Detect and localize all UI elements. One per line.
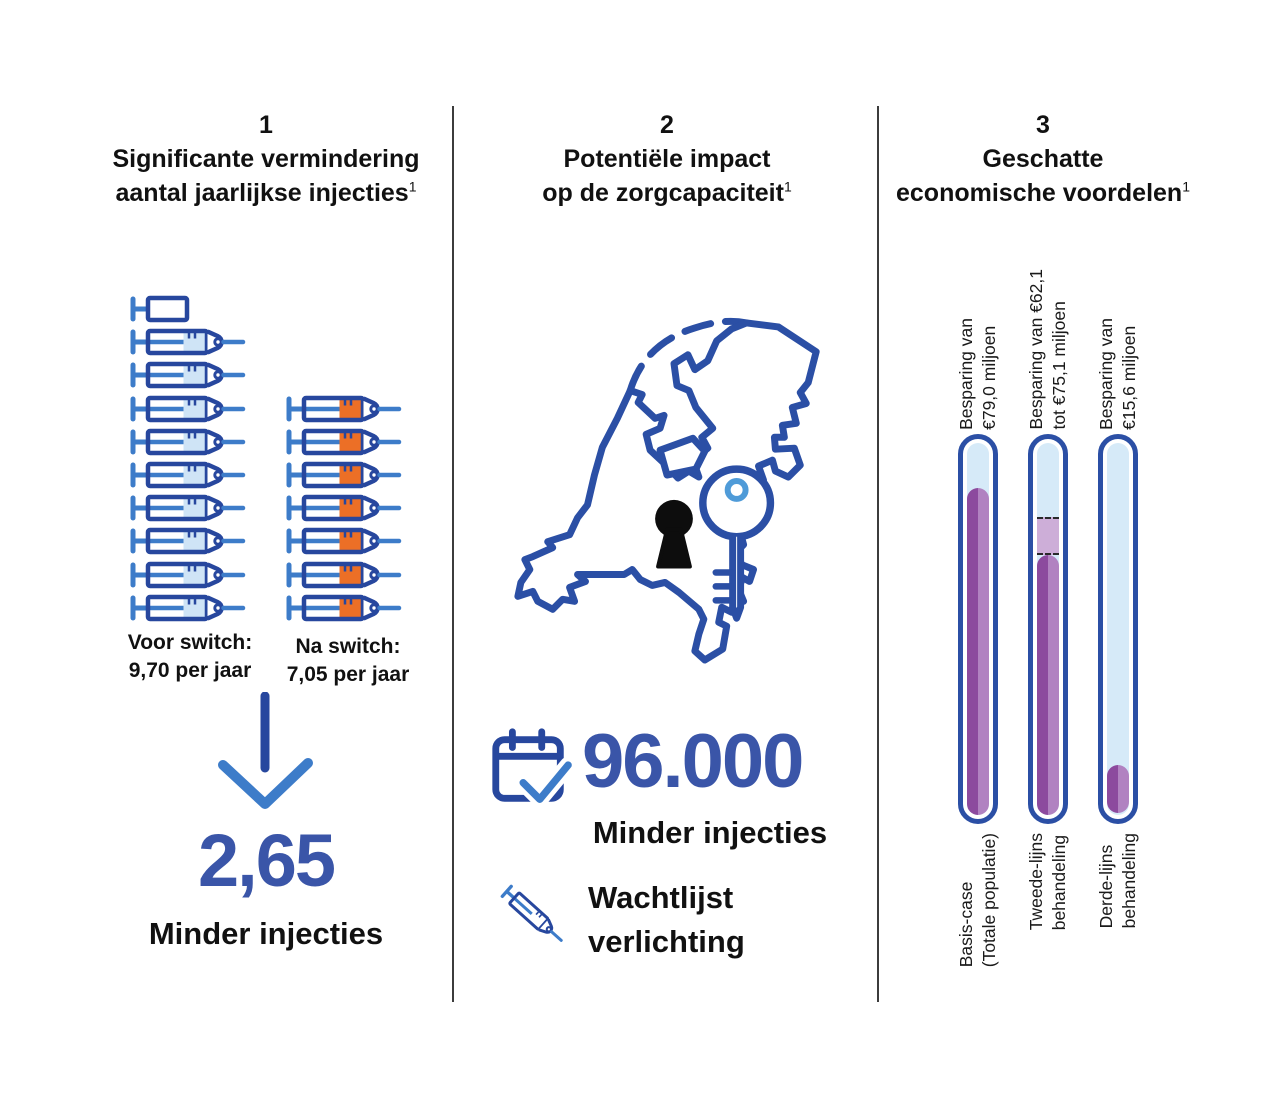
- reduction-big-number: 2,65: [197, 819, 336, 902]
- after-switch-line1: Na switch:: [295, 635, 401, 658]
- panel2-footnote-marker: 1: [783, 178, 792, 195]
- syringe-before: [130, 461, 246, 489]
- panel3-header: 3 Geschatte economische voordelen1: [843, 108, 1243, 210]
- benefit-line2: verlichting: [588, 924, 745, 959]
- panel1-header: 1 Significante vermindering aantal jaarl…: [66, 108, 466, 210]
- syringe-before: [130, 494, 246, 522]
- bar3-top-label: Besparing van€15,6 miljoen: [1096, 318, 1139, 430]
- panel2-number: 2: [660, 111, 674, 139]
- syringe-before: [130, 428, 246, 456]
- panel1-title-line1: Significante vermindering: [112, 145, 420, 173]
- column-divider-left: [452, 106, 454, 1002]
- after-switch-caption: Na switch: 7,05 per jaar: [268, 633, 428, 689]
- panel2-title-line1: Potentiële impact: [563, 145, 771, 173]
- syringe-after: [286, 494, 402, 522]
- before-switch-line2: 9,70 per jaar: [128, 659, 252, 682]
- syringe-after: [286, 527, 402, 555]
- before-switch-line1: Voor switch:: [127, 631, 253, 654]
- key-icon: [699, 465, 775, 622]
- panel1-number: 1: [259, 111, 273, 139]
- syringe-partial: [130, 295, 190, 323]
- syringe-after: [286, 395, 402, 423]
- panel1-title-line2: aantal jaarlijkse injecties1: [115, 178, 417, 207]
- map-outline: [514, 319, 820, 664]
- panel2-header: 2 Potentiële impact op de zorgcapaciteit…: [467, 108, 867, 210]
- syringe-pictogram-chart: [126, 294, 416, 626]
- stat-number-label: Minder injecties: [592, 815, 828, 850]
- bar1-bottom-label: Basis-case(Totale populatie): [956, 833, 999, 968]
- benefit-line1: Wachtlijst: [588, 880, 734, 915]
- panel3-number: 3: [1036, 111, 1050, 139]
- syringe-after: [286, 594, 402, 622]
- panel1-footnote-marker: 1: [408, 178, 417, 195]
- after-switch-line2: 7,05 per jaar: [286, 663, 410, 686]
- syringe-after: [286, 561, 402, 589]
- stat-big-number: 96.000: [582, 719, 804, 804]
- netherlands-map: [514, 317, 820, 664]
- pan2-title-line2: op de zorgcapaciteit1: [542, 178, 792, 207]
- bar2-tube: [1028, 434, 1068, 824]
- bar3-tube: [1098, 434, 1138, 824]
- syringe-before: [130, 361, 246, 389]
- syringe-after: [286, 428, 402, 456]
- map-dashed-coast: [626, 317, 751, 395]
- bar1-top-label: Besparing van€79,0 miljoen: [956, 318, 999, 430]
- reduction-label: Minder injecties: [148, 916, 384, 951]
- keyhole-icon: [655, 499, 693, 569]
- down-arrow-icon: [218, 692, 313, 809]
- before-switch-caption: Voor switch: 9,70 per jaar: [110, 629, 270, 685]
- column-divider-right: [877, 106, 879, 1002]
- map-flevoland: [656, 434, 709, 479]
- syringe-icon: [500, 884, 563, 942]
- panel3-footnote-marker: 1: [1182, 178, 1190, 195]
- syringe-before: [130, 594, 246, 622]
- calendar-check-icon: [492, 728, 574, 808]
- syringe-after: [286, 461, 402, 489]
- bar1-tube: [958, 434, 998, 824]
- syringe-before: [130, 395, 246, 423]
- panel3-title-line1: Geschatte: [982, 145, 1104, 173]
- syringe-before: [130, 328, 246, 356]
- syringe-before: [130, 527, 246, 555]
- benefit-label: Wachtlijst verlichting: [588, 876, 745, 964]
- syringe-before: [130, 561, 246, 589]
- panel3-title-line2: economische voordelen1: [896, 178, 1190, 207]
